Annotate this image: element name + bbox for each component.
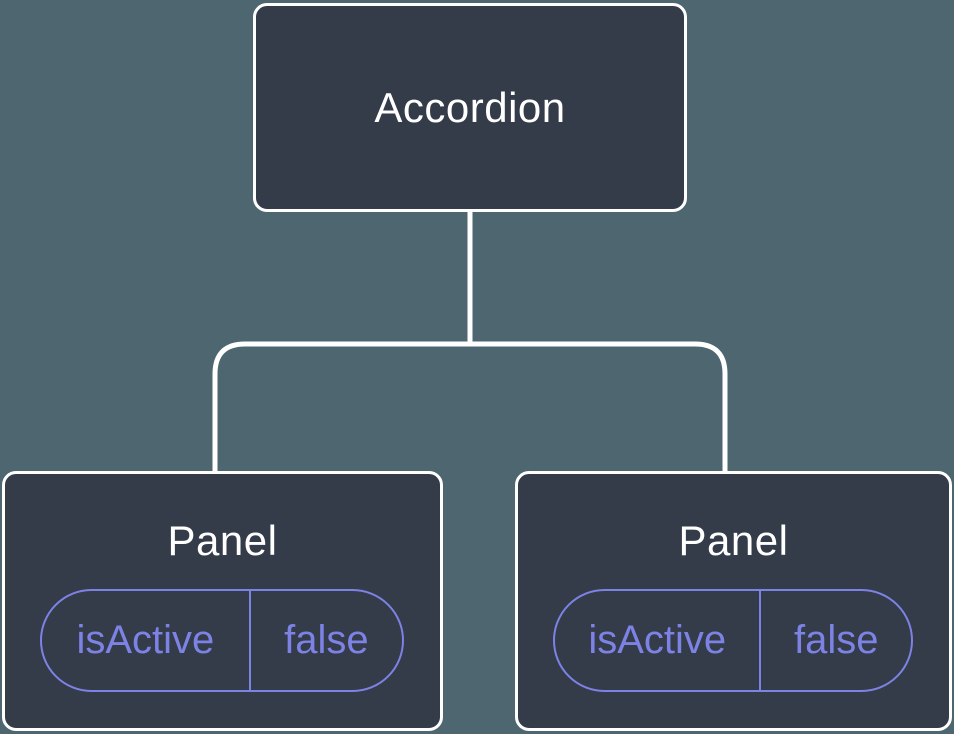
panel-node-label: Panel xyxy=(167,517,278,564)
panel-node-left: Panel isActive false xyxy=(2,471,443,731)
prop-pill: isActive false xyxy=(40,589,404,692)
accordion-node-label: Accordion xyxy=(374,83,566,131)
prop-pill: isActive false xyxy=(553,589,913,692)
prop-name-label: isActive xyxy=(42,591,251,690)
panel-node-right: Panel isActive false xyxy=(515,471,952,731)
prop-name-label: isActive xyxy=(555,591,762,690)
accordion-node: Accordion xyxy=(253,3,687,212)
prop-value-label: false xyxy=(793,618,879,662)
prop-value-label: false xyxy=(284,618,369,662)
connector-branch xyxy=(212,341,728,472)
panel-node-label: Panel xyxy=(678,517,789,564)
